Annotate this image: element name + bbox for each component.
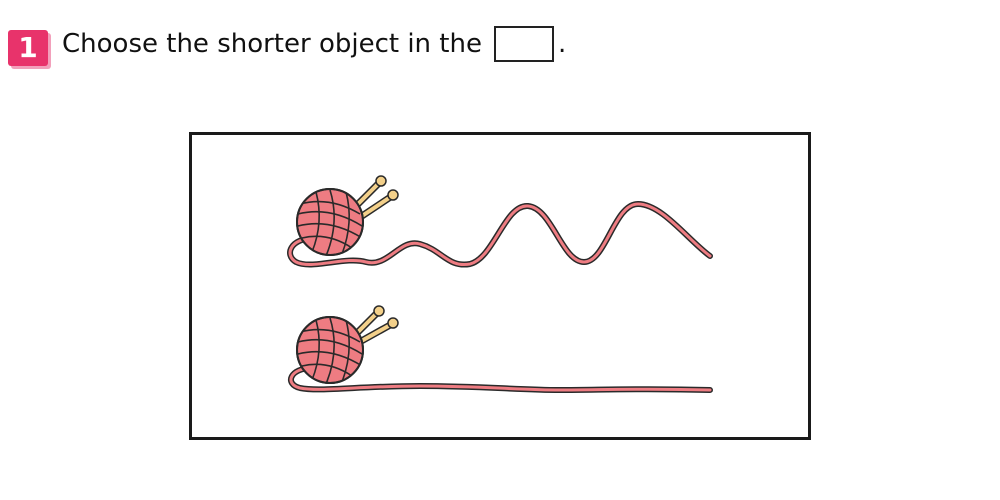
yarn-ball-icon [296, 316, 364, 384]
yarn-ball-icon [296, 188, 364, 256]
straight-yarn-strand [288, 365, 713, 393]
question-number-badge: 1 [8, 30, 48, 66]
question-prompt: Choose the shorter object in the . [62, 24, 566, 64]
straight-yarn-object[interactable] [288, 305, 713, 393]
question-period: . [557, 29, 567, 59]
question-text: Choose the shorter object in the [62, 29, 482, 59]
answer-box[interactable] [493, 26, 554, 62]
wavy-yarn-strand [287, 201, 713, 268]
wavy-yarn-object[interactable] [287, 175, 713, 268]
